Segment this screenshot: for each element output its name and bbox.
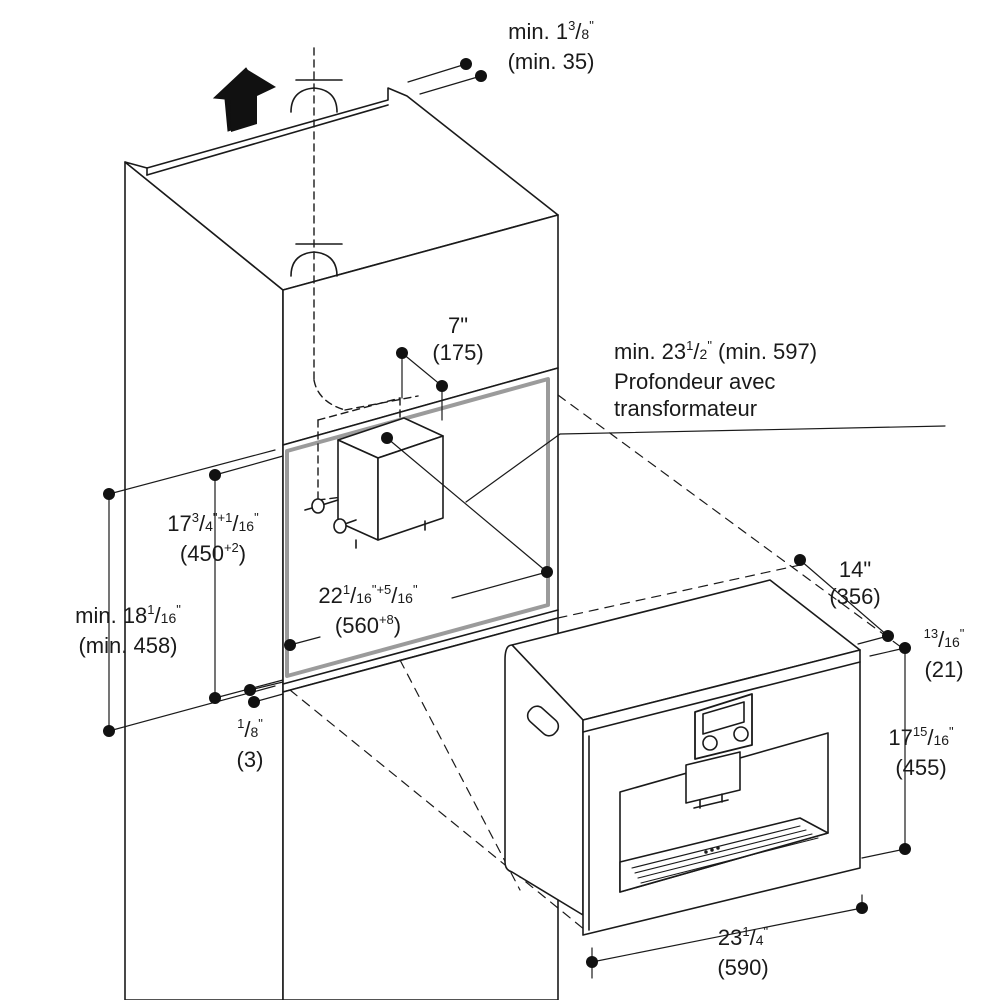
drip-tray-icon xyxy=(631,825,819,884)
front-panel-depth-label: 13/16" (21) xyxy=(923,626,965,682)
depth-with-transformer-label: min. 231/2" (min. 597) Profondeur avec t… xyxy=(614,338,818,421)
display-screen-icon xyxy=(702,701,745,735)
top-clearance-label: min. 13/8" (min. 35) xyxy=(507,18,595,74)
transformer-offset-label: 7" (175) xyxy=(432,313,484,365)
niche-width-label: 221/16"+5/16" (560+8) xyxy=(318,582,418,638)
bottom-gap-label: 1/8" (3) xyxy=(236,716,264,772)
niche-height-label: 173/4"+1/16" (450+2) xyxy=(167,510,259,566)
appliance-width-label: 231/4" (590) xyxy=(717,924,769,980)
appliance-depth-label: 14" (356) xyxy=(829,557,881,609)
appliance-handle-icon xyxy=(526,705,560,737)
coffee-machine xyxy=(504,579,861,936)
min-cabinet-height-label: min. 181/16" (min. 458) xyxy=(75,602,181,658)
appliance-height-label: 1715/16" (455) xyxy=(888,724,954,780)
ventilation-symbol-icon xyxy=(290,79,343,277)
control-knob-icon xyxy=(733,726,749,742)
control-knob-icon xyxy=(702,735,718,751)
dimension-dots xyxy=(103,58,911,968)
control-panel xyxy=(694,693,753,760)
